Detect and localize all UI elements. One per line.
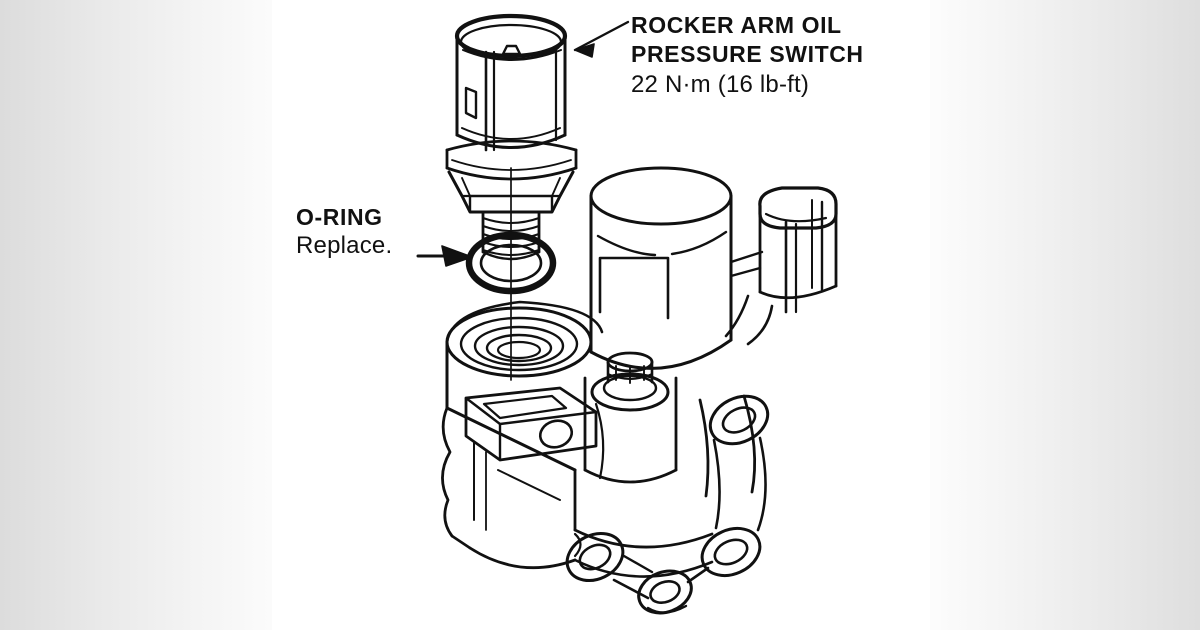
content-panel (272, 0, 930, 630)
leader-arrow-oring (416, 245, 473, 267)
thread-lines (482, 217, 540, 256)
callout-switch-title-line1: ROCKER ARM OIL (631, 12, 842, 38)
o-ring-seal (465, 231, 557, 295)
mounting-port (445, 300, 604, 378)
callout-switch-title: ROCKER ARM OIL PRESSURE SWITCH (631, 11, 864, 69)
callout-switch-title-line2: PRESSURE SWITCH (631, 41, 864, 67)
callout-oring-action: Replace. (296, 232, 393, 259)
solenoid-cylinder (589, 166, 733, 370)
callout-switch-torque: 22 N·m (16 lb-ft) (631, 71, 810, 98)
mounting-ear-holes (565, 394, 770, 615)
callout-oring-title: O-RING (296, 204, 383, 230)
oil-pressure-switch (445, 13, 578, 261)
side-connector (724, 186, 838, 346)
flange-bolt (590, 351, 670, 412)
leader-line-switch (573, 20, 630, 58)
casting-body (441, 340, 770, 615)
